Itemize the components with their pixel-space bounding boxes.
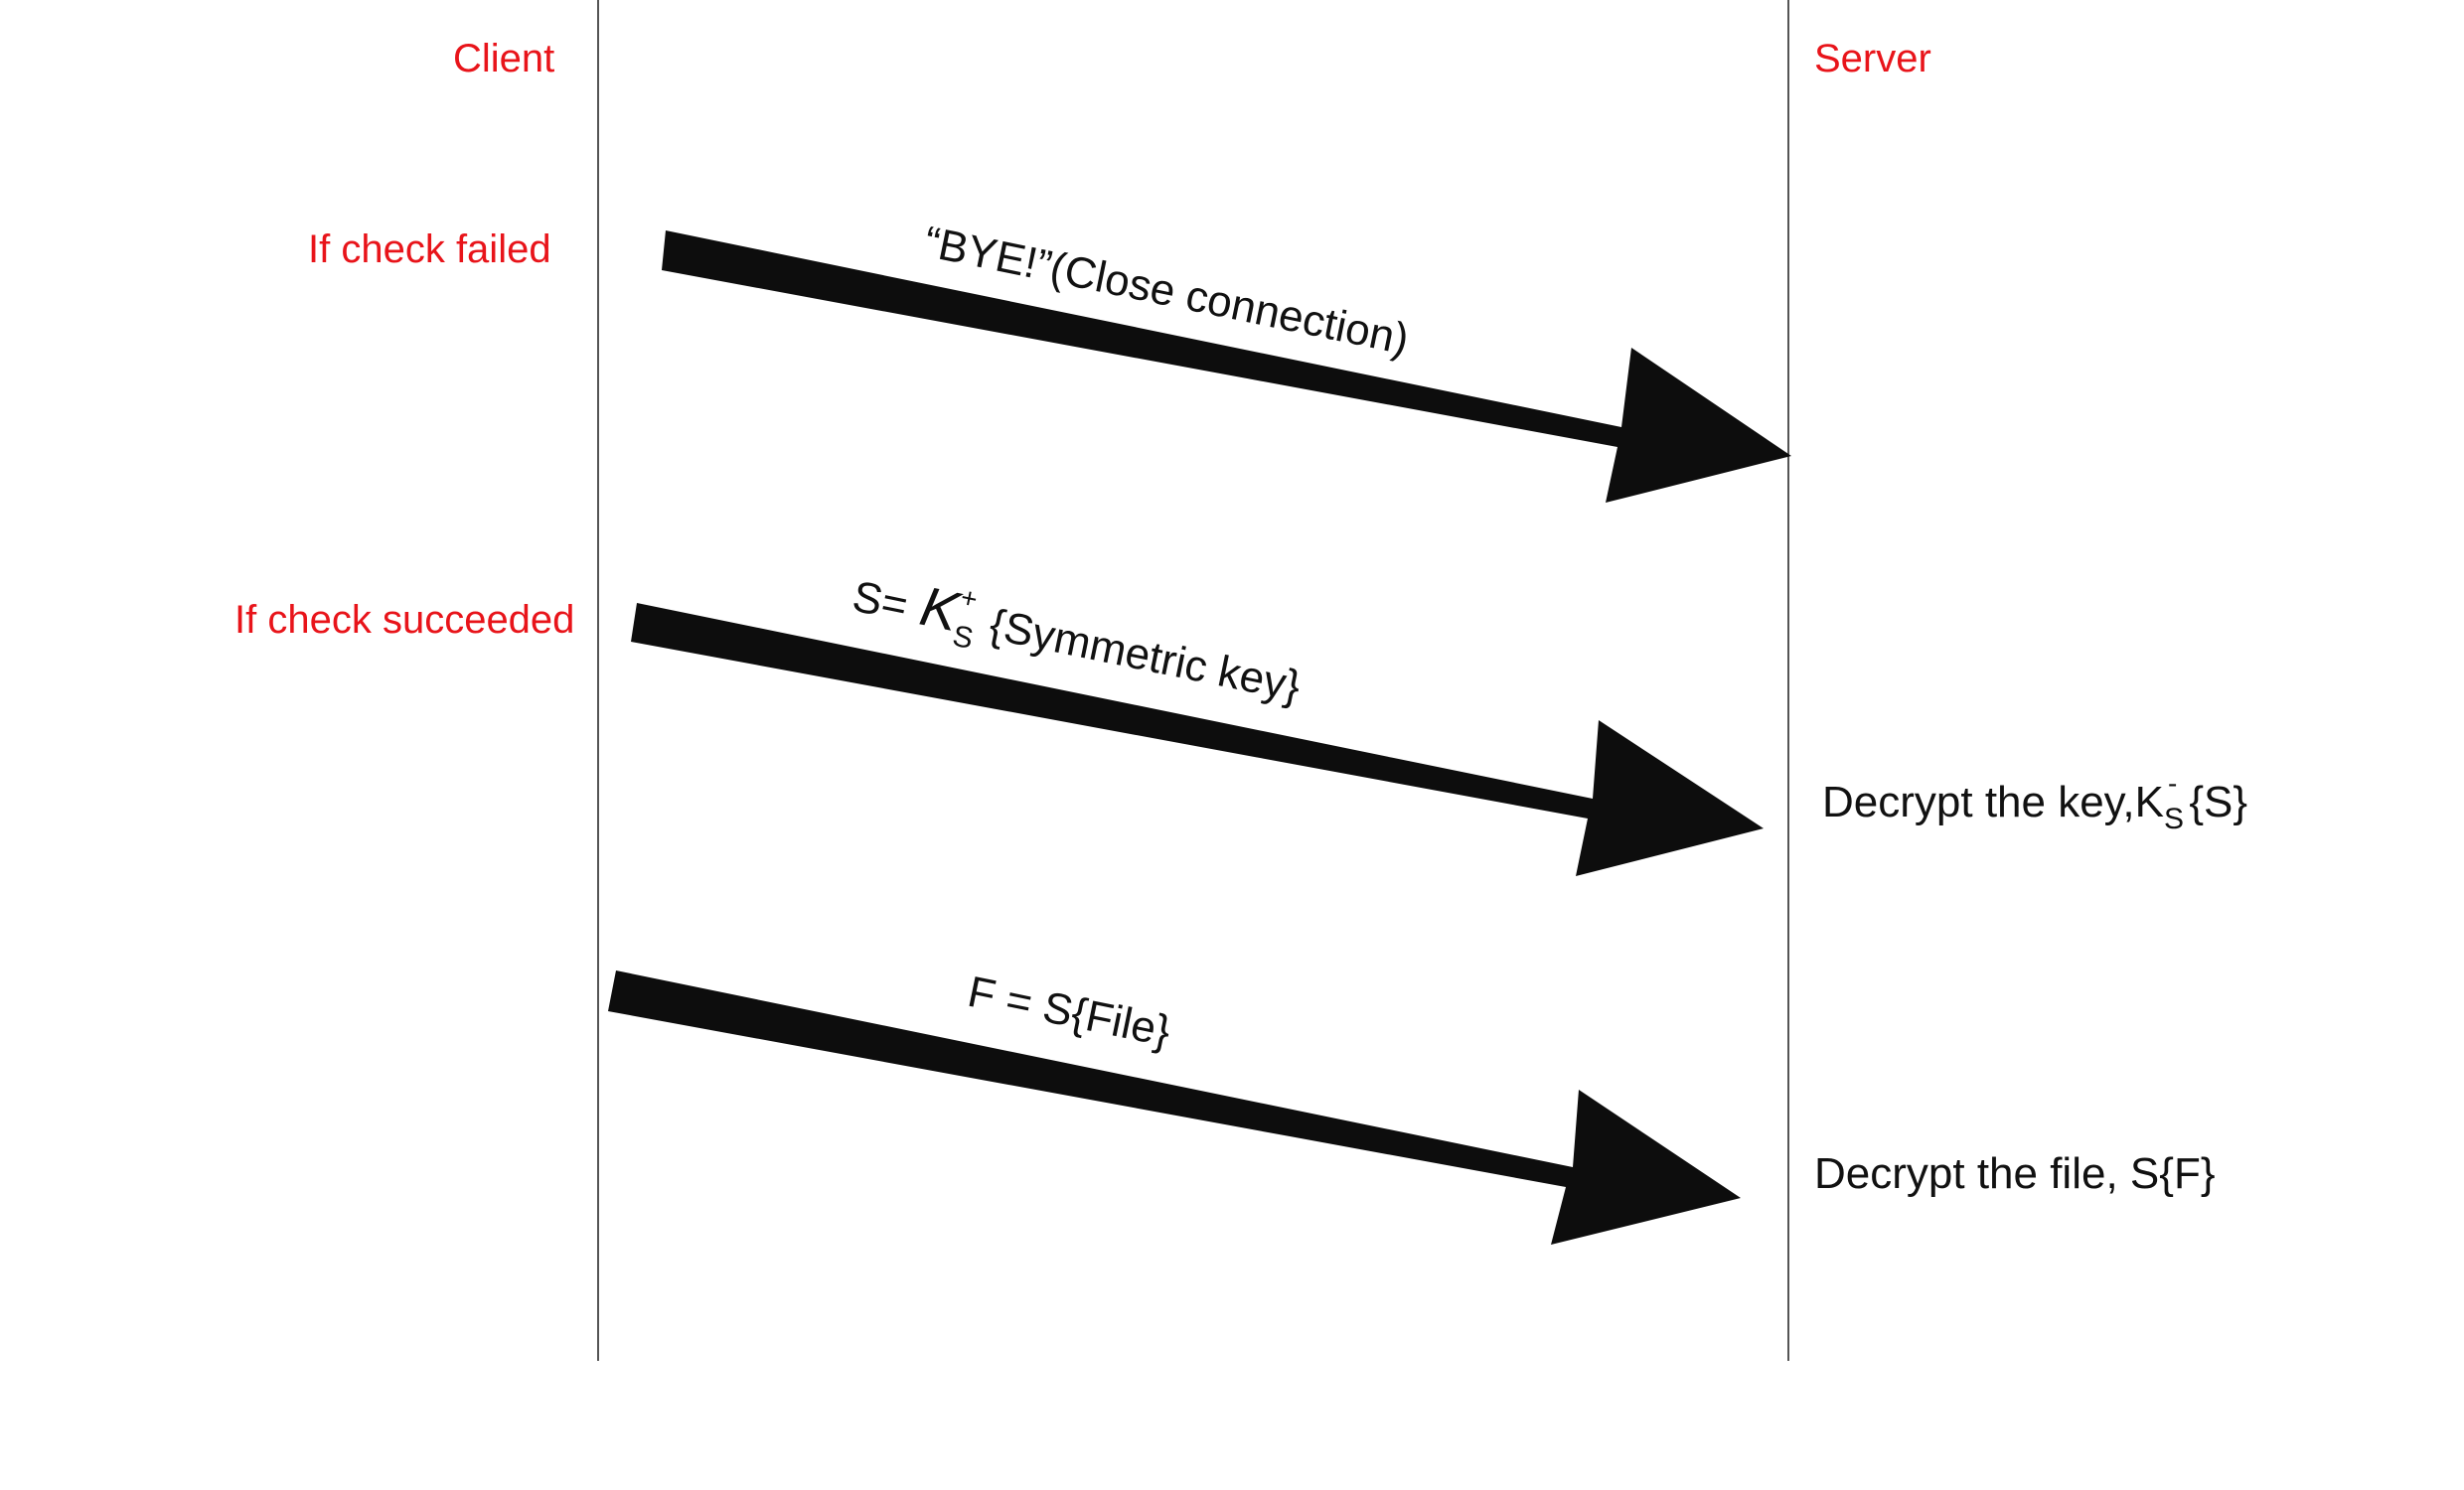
decrypt-key-prefix: Decrypt the key, bbox=[1822, 778, 2135, 826]
server-label: Server bbox=[1814, 37, 1931, 80]
condition-succeeded-label: If check succeeded bbox=[234, 598, 574, 642]
session-key-message-arrow bbox=[631, 603, 1764, 876]
condition-failed-label: If check failed bbox=[308, 227, 551, 271]
decrypt-file-action: Decrypt the file, S{F} bbox=[1814, 1149, 2216, 1198]
file-message-arrow bbox=[608, 970, 1741, 1245]
file-message-label: F = S{File} bbox=[964, 968, 1174, 1057]
private-key-superscript: - bbox=[2168, 768, 2177, 799]
private-key-subscript: S bbox=[2164, 803, 2184, 835]
client-label: Client bbox=[453, 37, 554, 80]
bye-message-arrow bbox=[662, 230, 1791, 503]
session-key-prefix: S= bbox=[848, 572, 912, 631]
decrypt-key-suffix: {S} bbox=[2189, 778, 2247, 826]
private-key-symbol: K bbox=[2135, 778, 2164, 826]
decrypt-key-action: Decrypt the key,KS -{S} bbox=[1822, 768, 2247, 835]
public-key-superscript: + bbox=[958, 581, 980, 615]
